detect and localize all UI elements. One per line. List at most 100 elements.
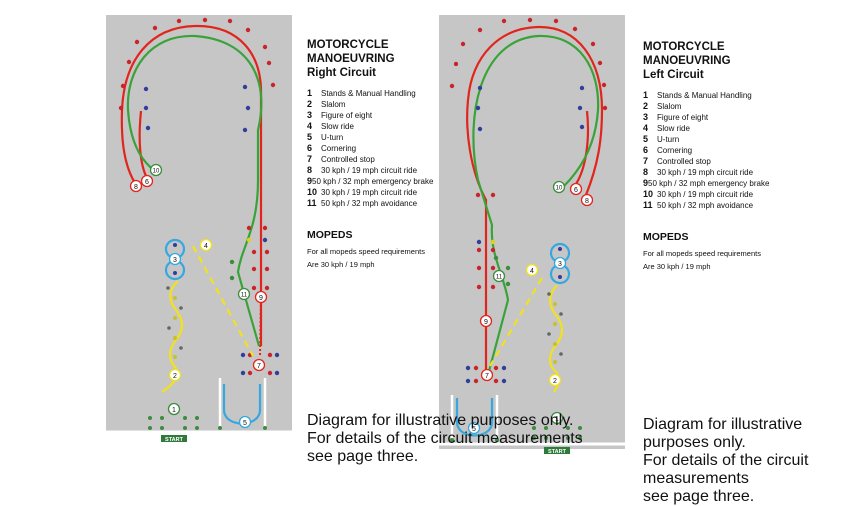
inner-cones xyxy=(475,85,585,132)
slow-ride-route xyxy=(489,277,543,367)
svg-text:4: 4 xyxy=(530,268,534,275)
svg-text:9: 9 xyxy=(484,319,488,326)
controlled-stop-cones xyxy=(465,365,507,384)
marker-3: 3 xyxy=(553,256,567,270)
marker-9: 9 xyxy=(479,314,493,328)
cornering-cones xyxy=(118,17,276,291)
panel-title: MOTORCYCLE MANOEUVRING Right Circuit xyxy=(307,39,395,79)
start-cones xyxy=(450,426,582,442)
marker-1: 1 xyxy=(167,402,181,416)
start-cones xyxy=(148,416,267,430)
marker-9: 9 xyxy=(254,290,268,304)
svg-text:7: 7 xyxy=(485,373,489,380)
svg-text:10: 10 xyxy=(556,186,563,192)
red-route xyxy=(120,24,263,346)
svg-text:5: 5 xyxy=(472,426,476,433)
avoidance-cones xyxy=(229,225,268,281)
slow-ride-route xyxy=(192,245,254,357)
mopeds-text: For all mopeds speed requirements Are 30… xyxy=(643,249,761,271)
svg-text:5: 5 xyxy=(243,420,247,427)
mopeds-heading: MOPEDS xyxy=(307,229,353,241)
svg-text:6: 6 xyxy=(574,187,578,194)
marker-3: 3 xyxy=(168,252,182,266)
svg-text:3: 3 xyxy=(558,261,562,268)
svg-text:2: 2 xyxy=(173,373,177,380)
test-area xyxy=(106,15,292,433)
marker-4: 4 xyxy=(525,263,539,277)
svg-text:7: 7 xyxy=(257,363,261,370)
red-route xyxy=(466,25,604,375)
panel-title: MOTORCYCLE MANOEUVRING Left Circuit xyxy=(643,41,731,81)
cornering-cones xyxy=(449,17,608,290)
marker-5: 5 xyxy=(238,415,252,429)
mopeds-heading: MOPEDS xyxy=(643,231,689,243)
marker-7: 7 xyxy=(480,368,494,382)
svg-text:4: 4 xyxy=(204,243,208,250)
marker-8: 8 xyxy=(580,193,594,207)
marker-6: 6 xyxy=(140,174,154,188)
marker-4: 4 xyxy=(199,238,213,252)
slalom-cones xyxy=(553,302,557,364)
u-turn-route xyxy=(455,398,494,437)
start-label: START xyxy=(165,437,184,443)
test-area xyxy=(439,15,625,449)
svg-text:10: 10 xyxy=(153,169,160,175)
avoidance-cones xyxy=(476,239,511,287)
emergency-brake-dotted xyxy=(259,296,262,356)
marker-6: 6 xyxy=(569,182,583,196)
inner-cones xyxy=(143,84,251,133)
marker-8: 8 xyxy=(129,179,143,193)
disclaimer-note: Diagram for illustrative purposes only. … xyxy=(643,416,809,505)
svg-text:8: 8 xyxy=(585,198,589,205)
marker-10: 10 xyxy=(552,180,566,194)
marker-7: 7 xyxy=(252,358,266,372)
mopeds-text: For all mopeds speed requirements Are 30… xyxy=(307,247,425,269)
marker-11: 11 xyxy=(237,287,251,301)
svg-text:1: 1 xyxy=(555,416,559,423)
red-route-branch xyxy=(138,110,148,179)
svg-text:9: 9 xyxy=(259,295,263,302)
svg-text:11: 11 xyxy=(241,293,248,299)
right-circuit-diagram: START 1 2 3 4 5 6 7 8 9 10 11 xyxy=(106,15,292,443)
start-box xyxy=(544,447,570,454)
svg-text:2: 2 xyxy=(553,378,557,385)
start-box xyxy=(161,435,187,442)
marker-11: 11 xyxy=(492,269,506,283)
marker-2: 2 xyxy=(548,373,562,387)
svg-text:3: 3 xyxy=(173,257,177,264)
svg-text:8: 8 xyxy=(134,184,138,191)
svg-text:1: 1 xyxy=(172,407,176,414)
disclaimer-note: Diagram for illustrative purposes only. … xyxy=(307,412,583,465)
controlled-stop-cones xyxy=(240,352,280,376)
start-label: START xyxy=(548,449,567,455)
marker-2: 2 xyxy=(168,368,182,382)
green-route xyxy=(126,34,263,347)
left-circuit-diagram: START 1 2 3 4 5 6 7 8 9 10 11 xyxy=(439,15,625,455)
svg-text:11: 11 xyxy=(496,275,503,281)
marker-5: 5 xyxy=(467,421,481,435)
marker-10: 10 xyxy=(149,163,163,177)
